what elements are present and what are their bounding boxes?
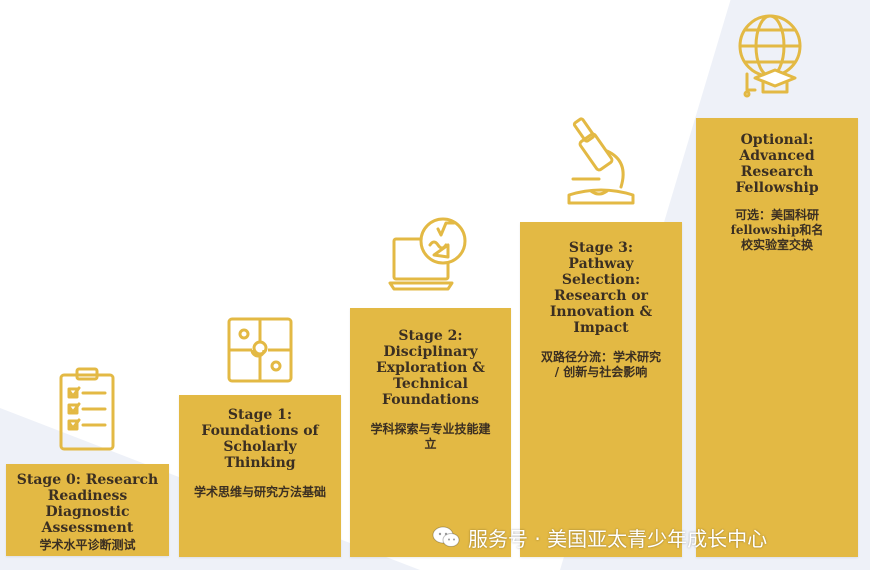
stage-1-chinese-label: 学术思维与研究方法基础 [193, 485, 326, 499]
stage-2-chinese-label: 学科探索与专业技能建立 [370, 422, 491, 451]
stage-0-chinese-label: 学术水平诊断测试 [39, 538, 136, 552]
optional-stage-chinese-label: 可选：美国科研fellowship和名校实验室交换 [730, 208, 824, 252]
watermark-text: 服务号 · 美国亚太青少年成长中心 [468, 526, 768, 551]
stage-1-box: Stage 1: Foundations of Scholarly Thinki… [179, 395, 341, 557]
stage-3-chinese-label: 双路径分流：学术研究 / 创新与社会影响 [540, 350, 661, 379]
stage-3-title: Stage 3: Pathway Selection: Research or … [549, 240, 653, 336]
optional-stage-title: Optional: Advanced Research Fellowship [735, 132, 819, 196]
globe-graduation-cap-icon [733, 12, 807, 100]
watermark: 服务号 · 美国亚太青少年成长中心 [432, 522, 767, 552]
clipboard-checklist-icon [55, 365, 119, 453]
stage-2-box: Stage 2: Disciplinary Exploration & Tech… [350, 308, 511, 557]
optional-stage-box: Optional: Advanced Research Fellowship 可… [696, 118, 858, 557]
wechat-icon [432, 525, 460, 549]
stage-3-box: Stage 3: Pathway Selection: Research or … [520, 222, 682, 557]
stage-1-title: Stage 1: Foundations of Scholarly Thinki… [201, 407, 319, 471]
puzzle-icon [226, 316, 294, 384]
stage-0-box: Stage 0: Research Readiness Diagnostic A… [6, 464, 169, 556]
laptop-math-icon [388, 215, 470, 293]
stage-2-title: Stage 2: Disciplinary Exploration & Tech… [376, 328, 485, 408]
microscope-icon [565, 115, 637, 207]
stage-0-title: Stage 0: Research Readiness Diagnostic A… [16, 472, 159, 536]
